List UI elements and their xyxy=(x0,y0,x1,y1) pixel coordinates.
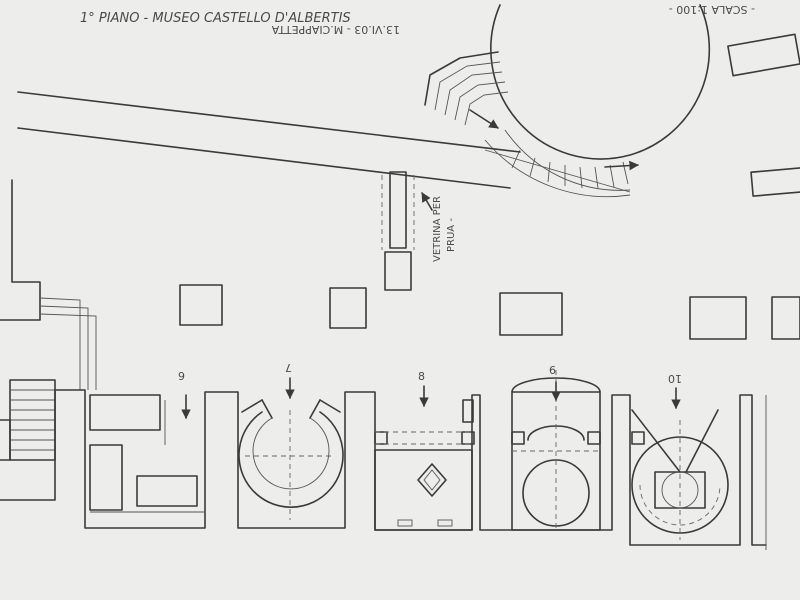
vetrina-label-group: VETRINA PER PRUA - xyxy=(432,196,457,262)
staircase-fan xyxy=(424,51,639,189)
room-number-8: 8 xyxy=(418,370,425,383)
plan-scale: - SCALA 1:100 - xyxy=(669,3,755,16)
staircase-left xyxy=(0,379,56,461)
room-number-6: 6 xyxy=(549,364,556,377)
lower-wing-outline xyxy=(0,389,767,550)
room-number-9: 9 xyxy=(178,370,185,383)
prow-showcase xyxy=(381,171,433,291)
window-openings-top-right xyxy=(727,33,800,197)
pillars xyxy=(179,284,800,340)
plan-date-author: 13.VI.03 - M.CIAPPETTA xyxy=(271,23,400,36)
plan-title: 1° PIANO - MUSEO CASTELLO D'ALBERTIS xyxy=(80,11,351,26)
room-6: 6 xyxy=(511,364,601,531)
room-number-10: 10 xyxy=(668,372,682,385)
room-10: 10 xyxy=(631,372,729,540)
room-8: 8 xyxy=(374,370,475,531)
vetrina-label: VETRINA PER xyxy=(432,196,443,262)
room-number-7: 7 xyxy=(285,361,292,374)
diagonal-corridor xyxy=(17,91,631,193)
round-tower xyxy=(484,4,711,198)
left-building-outline xyxy=(0,179,97,390)
room-7: 7 xyxy=(238,361,344,520)
prua-label: PRUA - xyxy=(446,218,457,252)
room-9: 9 xyxy=(89,370,205,513)
